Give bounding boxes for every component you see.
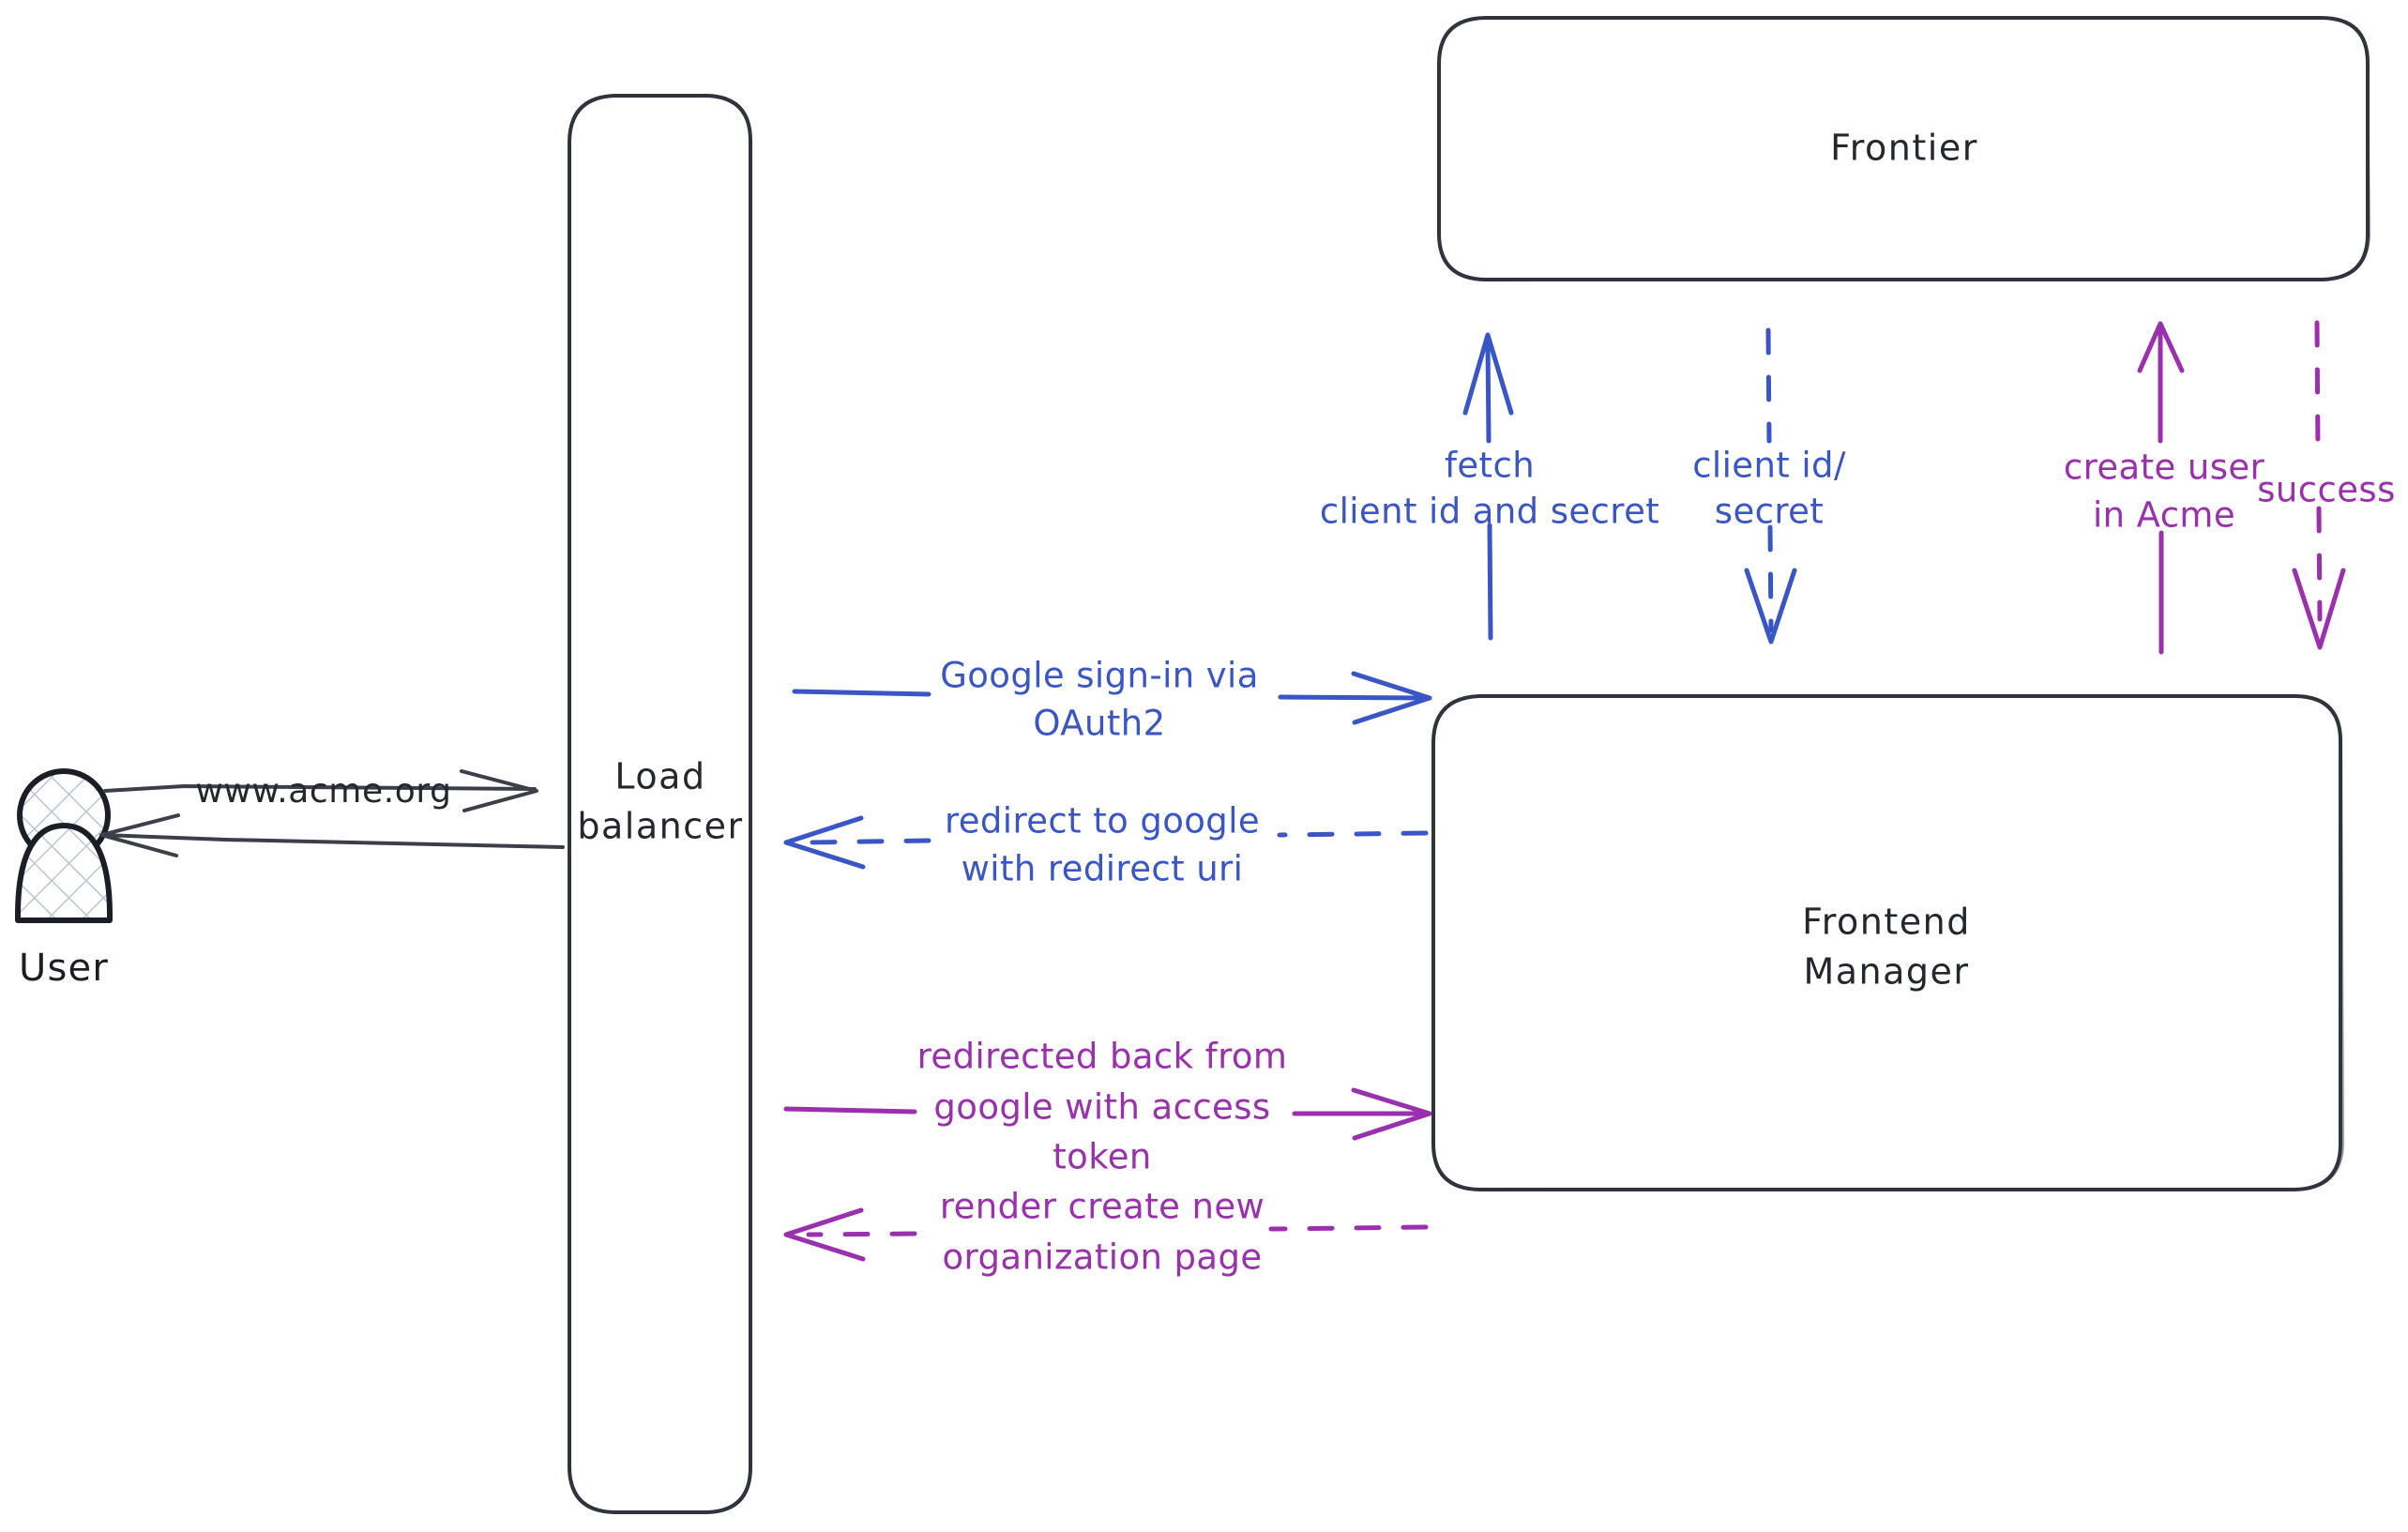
actor-user[interactable]: User bbox=[15, 768, 113, 990]
edge-fetch-line-bottom bbox=[1487, 523, 1493, 641]
edge-frontend-to-frontier-fetch[interactable]: fetch client id and secret bbox=[1320, 332, 1659, 641]
edge-redirect-line-right bbox=[1277, 830, 1429, 838]
edge-signin-label-line1: Google sign-in via bbox=[940, 656, 1259, 696]
edge-token-label-line3: token bbox=[1053, 1137, 1151, 1177]
load-balancer-label-line2: balancer bbox=[577, 806, 743, 847]
edge-user-to-lb-line bbox=[103, 784, 537, 793]
load-balancer-box bbox=[568, 94, 752, 1514]
edge-creds-line-bottom bbox=[1767, 524, 1774, 633]
edge-creds-label-line1: client id/ bbox=[1692, 446, 1846, 486]
edge-success-label: success bbox=[2257, 470, 2396, 510]
edge-redirect-label-line1: redirect to google bbox=[945, 801, 1260, 842]
user-body-icon bbox=[15, 823, 113, 923]
edge-creds-label-line2: secret bbox=[1715, 492, 1824, 532]
edge-frontend-to-lb-render[interactable]: render create new organization page bbox=[783, 1187, 1429, 1278]
edge-render-arrowhead-icon bbox=[783, 1207, 866, 1262]
edge-creds-line-top bbox=[1765, 327, 1772, 444]
frontier-label: Frontier bbox=[1830, 128, 1978, 169]
edge-render-line-right bbox=[1268, 1224, 1429, 1232]
edge-redirect-label-line2: with redirect uri bbox=[962, 849, 1244, 889]
edge-user-to-lb-label: www.acme.org bbox=[195, 772, 451, 811]
user-label: User bbox=[19, 947, 109, 990]
node-load-balancer[interactable]: Load balancer bbox=[568, 93, 752, 1514]
edge-frontend-to-lb-redirect[interactable]: redirect to google with redirect uri bbox=[783, 801, 1429, 889]
edge-lb-to-frontend-token[interactable]: redirected back from google with access … bbox=[783, 1037, 1432, 1177]
edge-fetch-label-line2: client id and secret bbox=[1320, 492, 1659, 532]
edge-lb-to-user-line bbox=[101, 833, 565, 849]
edge-lb-to-user-arrowhead-icon bbox=[99, 813, 180, 857]
edge-user-to-lb[interactable]: www.acme.org bbox=[103, 769, 538, 812]
edge-signin-line-right bbox=[1278, 694, 1429, 701]
edge-lb-to-user[interactable] bbox=[99, 813, 565, 857]
edge-redirect-arrowhead-icon bbox=[783, 815, 866, 870]
edge-frontier-to-frontend-creds[interactable]: client id/ secret bbox=[1692, 327, 1846, 645]
edge-frontier-to-frontend-success[interactable]: success bbox=[2257, 320, 2396, 650]
edge-token-arrowhead-icon bbox=[1351, 1087, 1432, 1141]
edge-redirect-line-left bbox=[806, 838, 931, 845]
frontend-manager-label-line2: Manager bbox=[1803, 951, 1969, 993]
edge-fetch-line-top bbox=[1485, 337, 1492, 444]
frontier-box bbox=[1437, 16, 2370, 281]
edge-fetch-label-line1: fetch bbox=[1445, 446, 1535, 486]
edge-token-label-line1: redirected back from bbox=[917, 1037, 1288, 1077]
edge-create-user-label-line1: create user bbox=[2064, 447, 2265, 488]
edge-create-user-label-line2: in Acme bbox=[2093, 495, 2235, 536]
edge-frontend-to-frontier-create-user[interactable]: create user in Acme bbox=[2064, 321, 2265, 655]
node-frontend-manager[interactable]: Frontend Manager bbox=[1431, 694, 2345, 1192]
edge-creds-arrowhead-icon bbox=[1744, 568, 1797, 645]
edge-fetch-arrowhead-icon bbox=[1462, 332, 1514, 416]
frontend-manager-box bbox=[1431, 694, 2342, 1191]
edge-signin-label-line2: OAuth2 bbox=[1033, 704, 1165, 744]
edge-success-arrowhead-icon bbox=[2292, 568, 2346, 650]
load-balancer-label-line1: Load bbox=[614, 756, 705, 797]
edge-lb-to-frontend-signin[interactable]: Google sign-in via OAuth2 bbox=[792, 656, 1432, 744]
edge-create-user-arrowhead-icon bbox=[2137, 321, 2185, 373]
node-frontier[interactable]: Frontier bbox=[1437, 16, 2371, 282]
edge-signin-arrowhead-icon bbox=[1351, 671, 1432, 725]
edge-token-line-left bbox=[783, 1106, 917, 1115]
edge-success-line-top bbox=[2314, 320, 2321, 458]
frontend-manager-label-line1: Frontend bbox=[1802, 902, 1971, 943]
edge-token-label-line2: google with access bbox=[933, 1087, 1270, 1128]
edge-render-label-line2: organization page bbox=[942, 1237, 1262, 1278]
edge-signin-line-left bbox=[792, 689, 931, 697]
edge-success-line-bottom bbox=[2316, 506, 2323, 622]
edge-render-label-line1: render create new bbox=[940, 1187, 1265, 1227]
edge-render-line-left bbox=[806, 1231, 917, 1237]
edge-user-to-lb-arrowhead-icon bbox=[460, 769, 538, 812]
